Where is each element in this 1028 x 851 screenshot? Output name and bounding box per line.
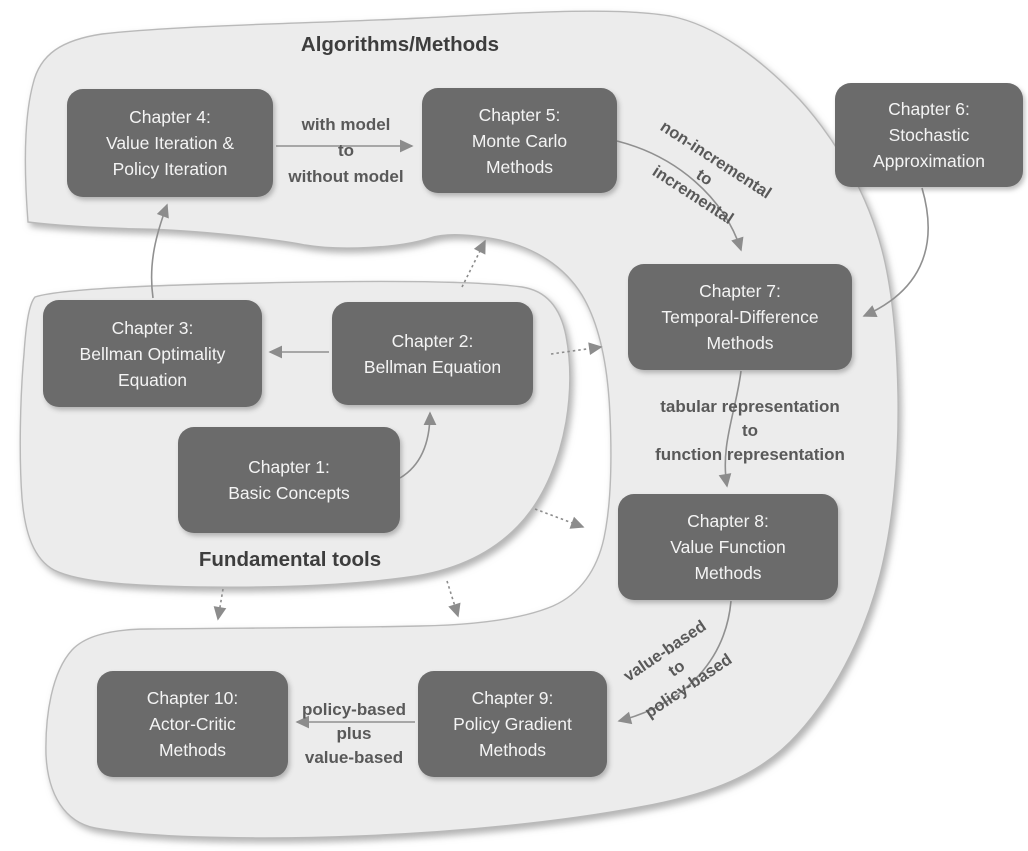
arrow-ch8-to-ch9 (617, 600, 732, 725)
edge-label-line: without model (288, 167, 404, 186)
arrow-ch5-to-ch7 (616, 140, 744, 252)
chapter-title-line: Methods (706, 333, 774, 353)
chapter-title-line: Chapter 1: (248, 457, 330, 477)
chapter-4-box: Chapter 4: Value Iteration & Policy Iter… (67, 89, 273, 197)
chapter-1-box: Chapter 1: Basic Concepts (178, 427, 400, 533)
arrow-ch6-to-ch7 (862, 187, 929, 317)
chapter-title-line: Value Iteration & (105, 133, 235, 153)
chapter-title-line: Chapter 2: (391, 330, 474, 351)
chapter-title-line: Policy Gradient (453, 714, 572, 734)
edge-label-line: plus (336, 724, 372, 743)
chapter-title-line: Monte Carlo (471, 130, 568, 151)
chapter-title-line: Chapter 9: (471, 688, 554, 708)
chapter-7-box: Chapter 7: Temporal-Difference Methods (628, 264, 852, 370)
edge-label-line: with model (301, 115, 391, 134)
algorithms-methods-title: Algorithms/Methods (300, 33, 500, 56)
chapter-title-line: Methods (485, 156, 554, 177)
chapter-title-line: Chapter 4: (129, 107, 211, 127)
chapter-title-line: Chapter 8: (687, 511, 769, 531)
arrow-ch1-to-ch2 (399, 411, 437, 479)
chapter-title-line: Actor-Critic (149, 714, 236, 734)
dotted-arrow-tools-to-ch8 (534, 508, 585, 529)
chapter-title-line: Policy Iteration (112, 159, 228, 179)
chapter-6-box: Chapter 6: Stochastic Approximation (835, 83, 1023, 187)
chapter-title-line: Equation (117, 369, 188, 390)
chapter-title-line: Methods (158, 740, 227, 760)
chapter-title-line: Methods (478, 740, 547, 760)
chapter-title-line: Chapter 6: (888, 99, 970, 119)
chapter-title-line: Methods (694, 563, 762, 583)
chapter-3-box: Chapter 3: Bellman Optimality Equation (43, 300, 262, 407)
fundamental-tools-title: Fundamental tools (198, 548, 382, 571)
chapter-title-line: Chapter 3: (111, 317, 194, 338)
chapter-5-box: Chapter 5: Monte Carlo Methods (422, 88, 617, 193)
edge-label-line: to (337, 141, 355, 160)
chapter-title-line: Value Function (670, 537, 786, 557)
dotted-arrow-tools-to-bottom-left (213, 588, 227, 621)
arrow-ch7-to-ch8 (718, 370, 742, 488)
chapter-title-line: Temporal-Difference (661, 307, 819, 327)
chapter-8-box: Chapter 8: Value Function Methods (618, 494, 838, 600)
chapter-title-line: Chapter 10: (146, 688, 239, 708)
edge-label-line: tabular representation (660, 397, 840, 416)
arrow-ch3-to-ch4 (150, 203, 169, 299)
chapter-title-line: Chapter 5: (478, 104, 561, 125)
dotted-arrow-tools-to-top-band (461, 239, 486, 288)
edge-label-representation-transition: tabular representation to function repre… (645, 395, 855, 467)
chapter-title-line: Bellman Optimality (79, 343, 226, 364)
chapter-9-box: Chapter 9: Policy Gradient Methods (418, 671, 607, 777)
edge-label-actor-critic-combination: policy-based plus value-based (289, 698, 419, 770)
edge-label-line: policy-based (302, 700, 406, 719)
chapter-title-line: Bellman Equation (363, 356, 502, 377)
edge-label-line: value-based (304, 748, 404, 767)
chapter-title-line: Chapter 7: (699, 281, 781, 301)
chapter-10-box: Chapter 10: Actor-Critic Methods (97, 671, 288, 777)
algorithms-methods-region (24, 10, 899, 839)
chapter-title-line: Approximation (873, 151, 985, 171)
dotted-arrow-tools-to-bottom-right (446, 580, 461, 618)
chapter-title-line: Stochastic (888, 125, 970, 145)
edge-label-line: function representation (655, 445, 845, 464)
chapter-2-box: Chapter 2: Bellman Equation (332, 302, 533, 405)
edge-label-line: to (741, 421, 759, 440)
edge-label-model-transition: with model to without model (266, 112, 426, 190)
chapter-title-line: Basic Concepts (228, 483, 350, 503)
